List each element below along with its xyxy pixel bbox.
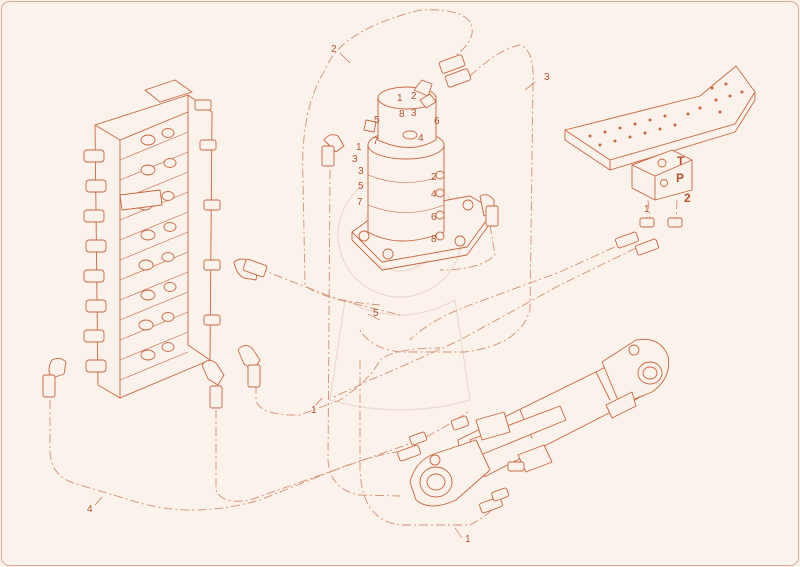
side-port-1-label: 1 <box>356 142 362 153</box>
callout-hose-2: 2 <box>331 44 337 55</box>
callout-hose-1-top: 1 <box>311 405 317 416</box>
hose-2 <box>302 9 473 306</box>
elbow-fittings-left <box>42 258 268 409</box>
side-port-4-label: 4 <box>431 189 437 200</box>
hose-5 <box>257 267 401 316</box>
pedal-port-1-label: 1 <box>644 204 650 215</box>
callout-hose-4: 4 <box>87 504 93 515</box>
callout-hose-5: 5 <box>373 308 379 319</box>
hose-3 <box>359 44 534 353</box>
side-port-6-label: 6 <box>431 212 437 223</box>
elbow-fitting-4 <box>48 357 67 379</box>
side-port-2-label: 2 <box>431 172 437 183</box>
hose-swivel-right <box>439 224 496 271</box>
side-port-7-label: 7 <box>357 197 363 208</box>
control-valve-block <box>83 79 221 399</box>
port-3-label: 3 <box>411 108 417 119</box>
side-port-3a-label: 3 <box>352 154 358 165</box>
port-t-label: T <box>677 154 685 168</box>
hose-pedal-2 <box>331 247 637 399</box>
port-7-label: 7 <box>373 136 379 147</box>
hydraulic-cylinder <box>397 338 670 514</box>
callout-labels: 2 3 5 1 4 1 <box>87 44 550 545</box>
valve-sections <box>119 131 189 381</box>
pedal-port-2-label: 2 <box>684 191 691 205</box>
swivel-fittings <box>321 54 499 227</box>
pedal-holes <box>588 82 744 147</box>
hose-4b <box>215 409 471 502</box>
side-port-8-label: 8 <box>431 234 437 245</box>
port-6-label: 6 <box>434 116 440 127</box>
elbow-fitting-3 <box>201 360 225 386</box>
hose-swivel-down <box>327 169 401 497</box>
hose-4 <box>49 400 411 511</box>
port-4-label: 4 <box>418 133 424 144</box>
side-port-3b-label: 3 <box>358 166 364 177</box>
hose-pedal-3 <box>647 199 651 221</box>
port-5-label: 5 <box>374 115 380 126</box>
hose-pedal-1 <box>409 239 631 341</box>
swivel-joint: 1 2 8 3 4 5 6 7 1 3 3 5 7 2 4 6 8 <box>351 79 495 271</box>
port-1-label: 1 <box>397 93 403 104</box>
port-p-label: P <box>676 171 684 185</box>
spool-caps <box>83 99 221 373</box>
pedal-assembly: T P 1 2 <box>564 65 756 256</box>
callout-hose-3: 3 <box>544 72 550 83</box>
port-8-label: 8 <box>399 109 405 120</box>
elbow-swivel-left <box>323 134 345 153</box>
callout-hose-1-bottom: 1 <box>465 534 471 545</box>
port-2-label: 2 <box>411 91 417 102</box>
side-port-5-label: 5 <box>358 181 364 192</box>
